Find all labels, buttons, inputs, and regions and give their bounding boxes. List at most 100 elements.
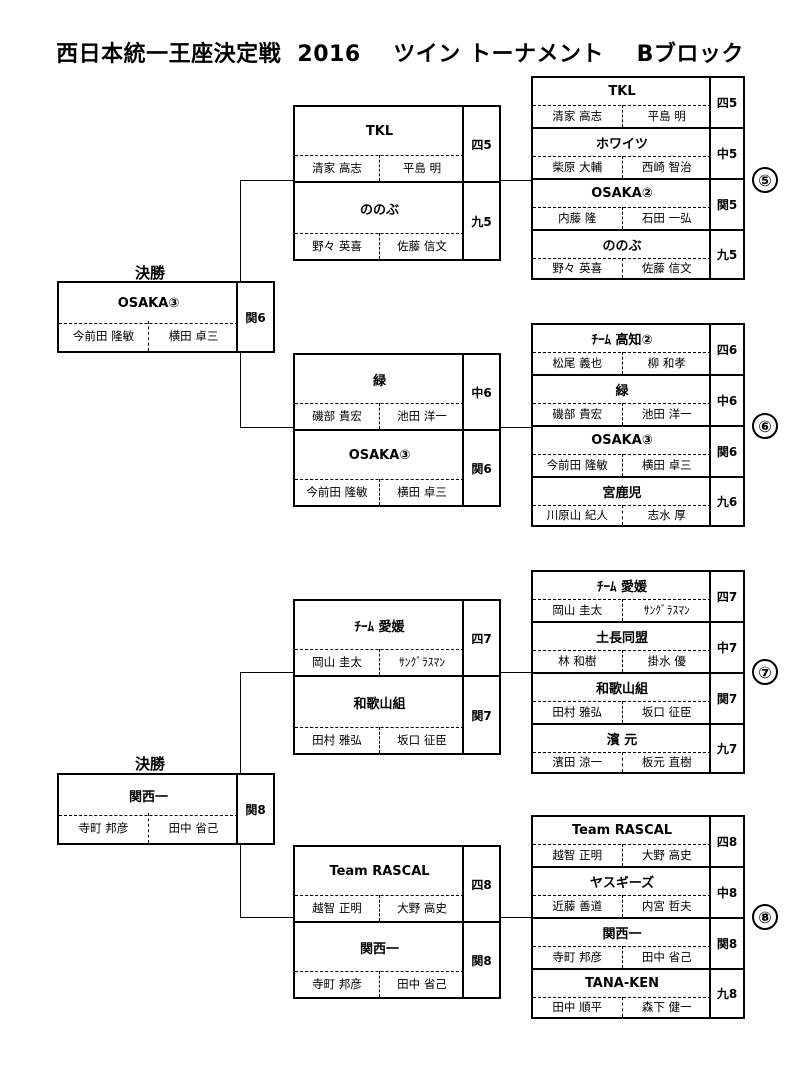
player-2: 池田 洋一 bbox=[397, 409, 447, 423]
divider bbox=[295, 675, 464, 677]
region-tag: 四8 bbox=[709, 817, 743, 866]
final-box: OSAKA③ 今前田 隆敏横田 卓三 関6 bbox=[57, 281, 275, 353]
team-name: 和歌山組 bbox=[295, 677, 464, 728]
player-2: 横田 卓三 bbox=[641, 458, 692, 472]
group-number: ⑧ bbox=[752, 904, 778, 930]
player-2: 内宮 哲夫 bbox=[641, 899, 692, 913]
region-tag: 関5 bbox=[709, 180, 743, 229]
player-1: 田村 雅弘 bbox=[295, 727, 380, 753]
team-name: OSAKA③ bbox=[295, 431, 464, 480]
region-tag: 中7 bbox=[709, 623, 743, 672]
player-1: 寺町 邦彦 bbox=[59, 813, 149, 843]
group-box: TKL 清家 高志平島 明 ホワイツ 柴原 大輔西崎 智治 OSAKA② 内藤 … bbox=[531, 76, 745, 280]
group-number: ⑤ bbox=[752, 167, 778, 193]
divider bbox=[295, 429, 464, 431]
team-name: OSAKA② bbox=[533, 180, 711, 208]
player-2: 志水 厚 bbox=[647, 508, 686, 522]
region-tag: 関7 bbox=[709, 674, 743, 723]
bracket-line bbox=[240, 845, 241, 917]
player-1: 近藤 善道 bbox=[533, 895, 623, 917]
player-1: 柴原 大輔 bbox=[533, 156, 623, 178]
final-label: 決勝 bbox=[135, 264, 166, 282]
region-tag: 関6 bbox=[462, 431, 499, 505]
player-2: 坂口 征臣 bbox=[397, 733, 447, 747]
team-name: Team RASCAL bbox=[533, 817, 711, 845]
player-2: 大野 高史 bbox=[641, 848, 692, 862]
player-1: 野々 英喜 bbox=[295, 233, 380, 259]
team-name: ﾁｰﾑ 愛媛 bbox=[533, 572, 711, 600]
team-name: 緑 bbox=[533, 376, 711, 404]
player-1: 磯部 貴宏 bbox=[295, 403, 380, 429]
player-2: 大野 高史 bbox=[397, 901, 447, 915]
team-name: TKL bbox=[533, 78, 711, 106]
bracket-line bbox=[240, 180, 241, 281]
region-tag: 中6 bbox=[462, 355, 499, 431]
team-name: ヤスギーズ bbox=[533, 868, 711, 896]
divider bbox=[533, 968, 743, 970]
team-name: ﾁｰﾑ 高知② bbox=[533, 325, 711, 353]
player-2: 田中 省己 bbox=[397, 977, 447, 991]
team-name: TKL bbox=[295, 107, 464, 156]
team-name: ホワイツ bbox=[533, 129, 711, 157]
player-1: 川原山 紀人 bbox=[533, 505, 623, 525]
player-1: 越智 正明 bbox=[533, 844, 623, 866]
group-box: Team RASCAL 越智 正明大野 高史 ヤスギーズ 近藤 善道内宮 哲夫 … bbox=[531, 815, 745, 1019]
player-2: 田中 省己 bbox=[641, 950, 692, 964]
team-name: 濱 元 bbox=[533, 725, 711, 753]
team-name: 関西一 bbox=[295, 923, 464, 972]
divider bbox=[533, 374, 743, 376]
group-number: ⑦ bbox=[752, 659, 778, 685]
group-box: ﾁｰﾑ 高知② 松尾 義也柳 和孝 緑 磯部 貴宏池田 洋一 OSAKA③ 今前… bbox=[531, 323, 745, 527]
group-number: ⑥ bbox=[752, 413, 778, 439]
region-tag: 四5 bbox=[709, 78, 743, 127]
region-tag: 四5 bbox=[462, 107, 499, 183]
divider bbox=[533, 723, 743, 725]
player-1: 田中 順平 bbox=[533, 997, 623, 1017]
region-tag: 中8 bbox=[709, 868, 743, 917]
bracket-line bbox=[501, 917, 533, 918]
player-1: 野々 英喜 bbox=[533, 258, 623, 278]
semi-box: ﾁｰﾑ 愛媛 岡山 圭太ｻﾝｸﾞﾗｽﾏﾝ 和歌山組 田村 雅弘坂口 征臣 四7 … bbox=[293, 599, 501, 755]
divider bbox=[533, 621, 743, 623]
player-2: 板元 直樹 bbox=[641, 755, 692, 769]
divider bbox=[295, 921, 464, 923]
region-tag: 関6 bbox=[236, 283, 273, 351]
bracket-line bbox=[240, 917, 293, 918]
team-name: 緑 bbox=[295, 355, 464, 404]
player-1: 今前田 隆敏 bbox=[59, 321, 149, 351]
divider bbox=[533, 476, 743, 478]
player-1: 寺町 邦彦 bbox=[533, 946, 623, 968]
region-tag: 四7 bbox=[709, 572, 743, 621]
region-tag: 中6 bbox=[709, 376, 743, 425]
player-1: 越智 正明 bbox=[295, 895, 380, 921]
team-name: 関西一 bbox=[533, 919, 711, 947]
region-tag: 関6 bbox=[709, 427, 743, 476]
player-1: 清家 高志 bbox=[533, 105, 623, 127]
player-2: 田中 省己 bbox=[168, 821, 219, 835]
region-tag: 関8 bbox=[236, 775, 273, 843]
team-name: TANA-KEN bbox=[533, 970, 711, 998]
page-title: 西日本統一王座決定戦 2016 ツイン トーナメント Bブロック bbox=[56, 42, 744, 67]
team-name: ﾁｰﾑ 愛媛 bbox=[295, 601, 464, 650]
player-2: 佐藤 信文 bbox=[641, 261, 692, 275]
player-2: ｻﾝｸﾞﾗｽﾏﾝ bbox=[643, 603, 690, 617]
region-tag: 九5 bbox=[709, 231, 743, 278]
region-tag: 九5 bbox=[462, 183, 499, 259]
player-1: 清家 高志 bbox=[295, 155, 380, 181]
player-1: 岡山 圭太 bbox=[533, 599, 623, 621]
semi-box: TKL 清家 高志平島 明 ののぶ 野々 英喜佐藤 信文 四5 九5 bbox=[293, 105, 501, 261]
player-1: 濱田 涼一 bbox=[533, 752, 623, 772]
bracket-line bbox=[501, 180, 533, 181]
player-1: 寺町 邦彦 bbox=[295, 971, 380, 997]
player-1: 林 和樹 bbox=[533, 650, 623, 672]
bracket-line bbox=[240, 180, 293, 181]
team-name: 宮鹿児 bbox=[533, 478, 711, 506]
team-name: ののぶ bbox=[295, 183, 464, 234]
divider bbox=[533, 425, 743, 427]
team-name: 和歌山組 bbox=[533, 674, 711, 702]
region-tag: 関7 bbox=[462, 677, 499, 753]
player-2: 平島 明 bbox=[402, 161, 442, 175]
player-2: 横田 卓三 bbox=[397, 485, 447, 499]
divider bbox=[533, 229, 743, 231]
final-label: 決勝 bbox=[135, 755, 166, 773]
